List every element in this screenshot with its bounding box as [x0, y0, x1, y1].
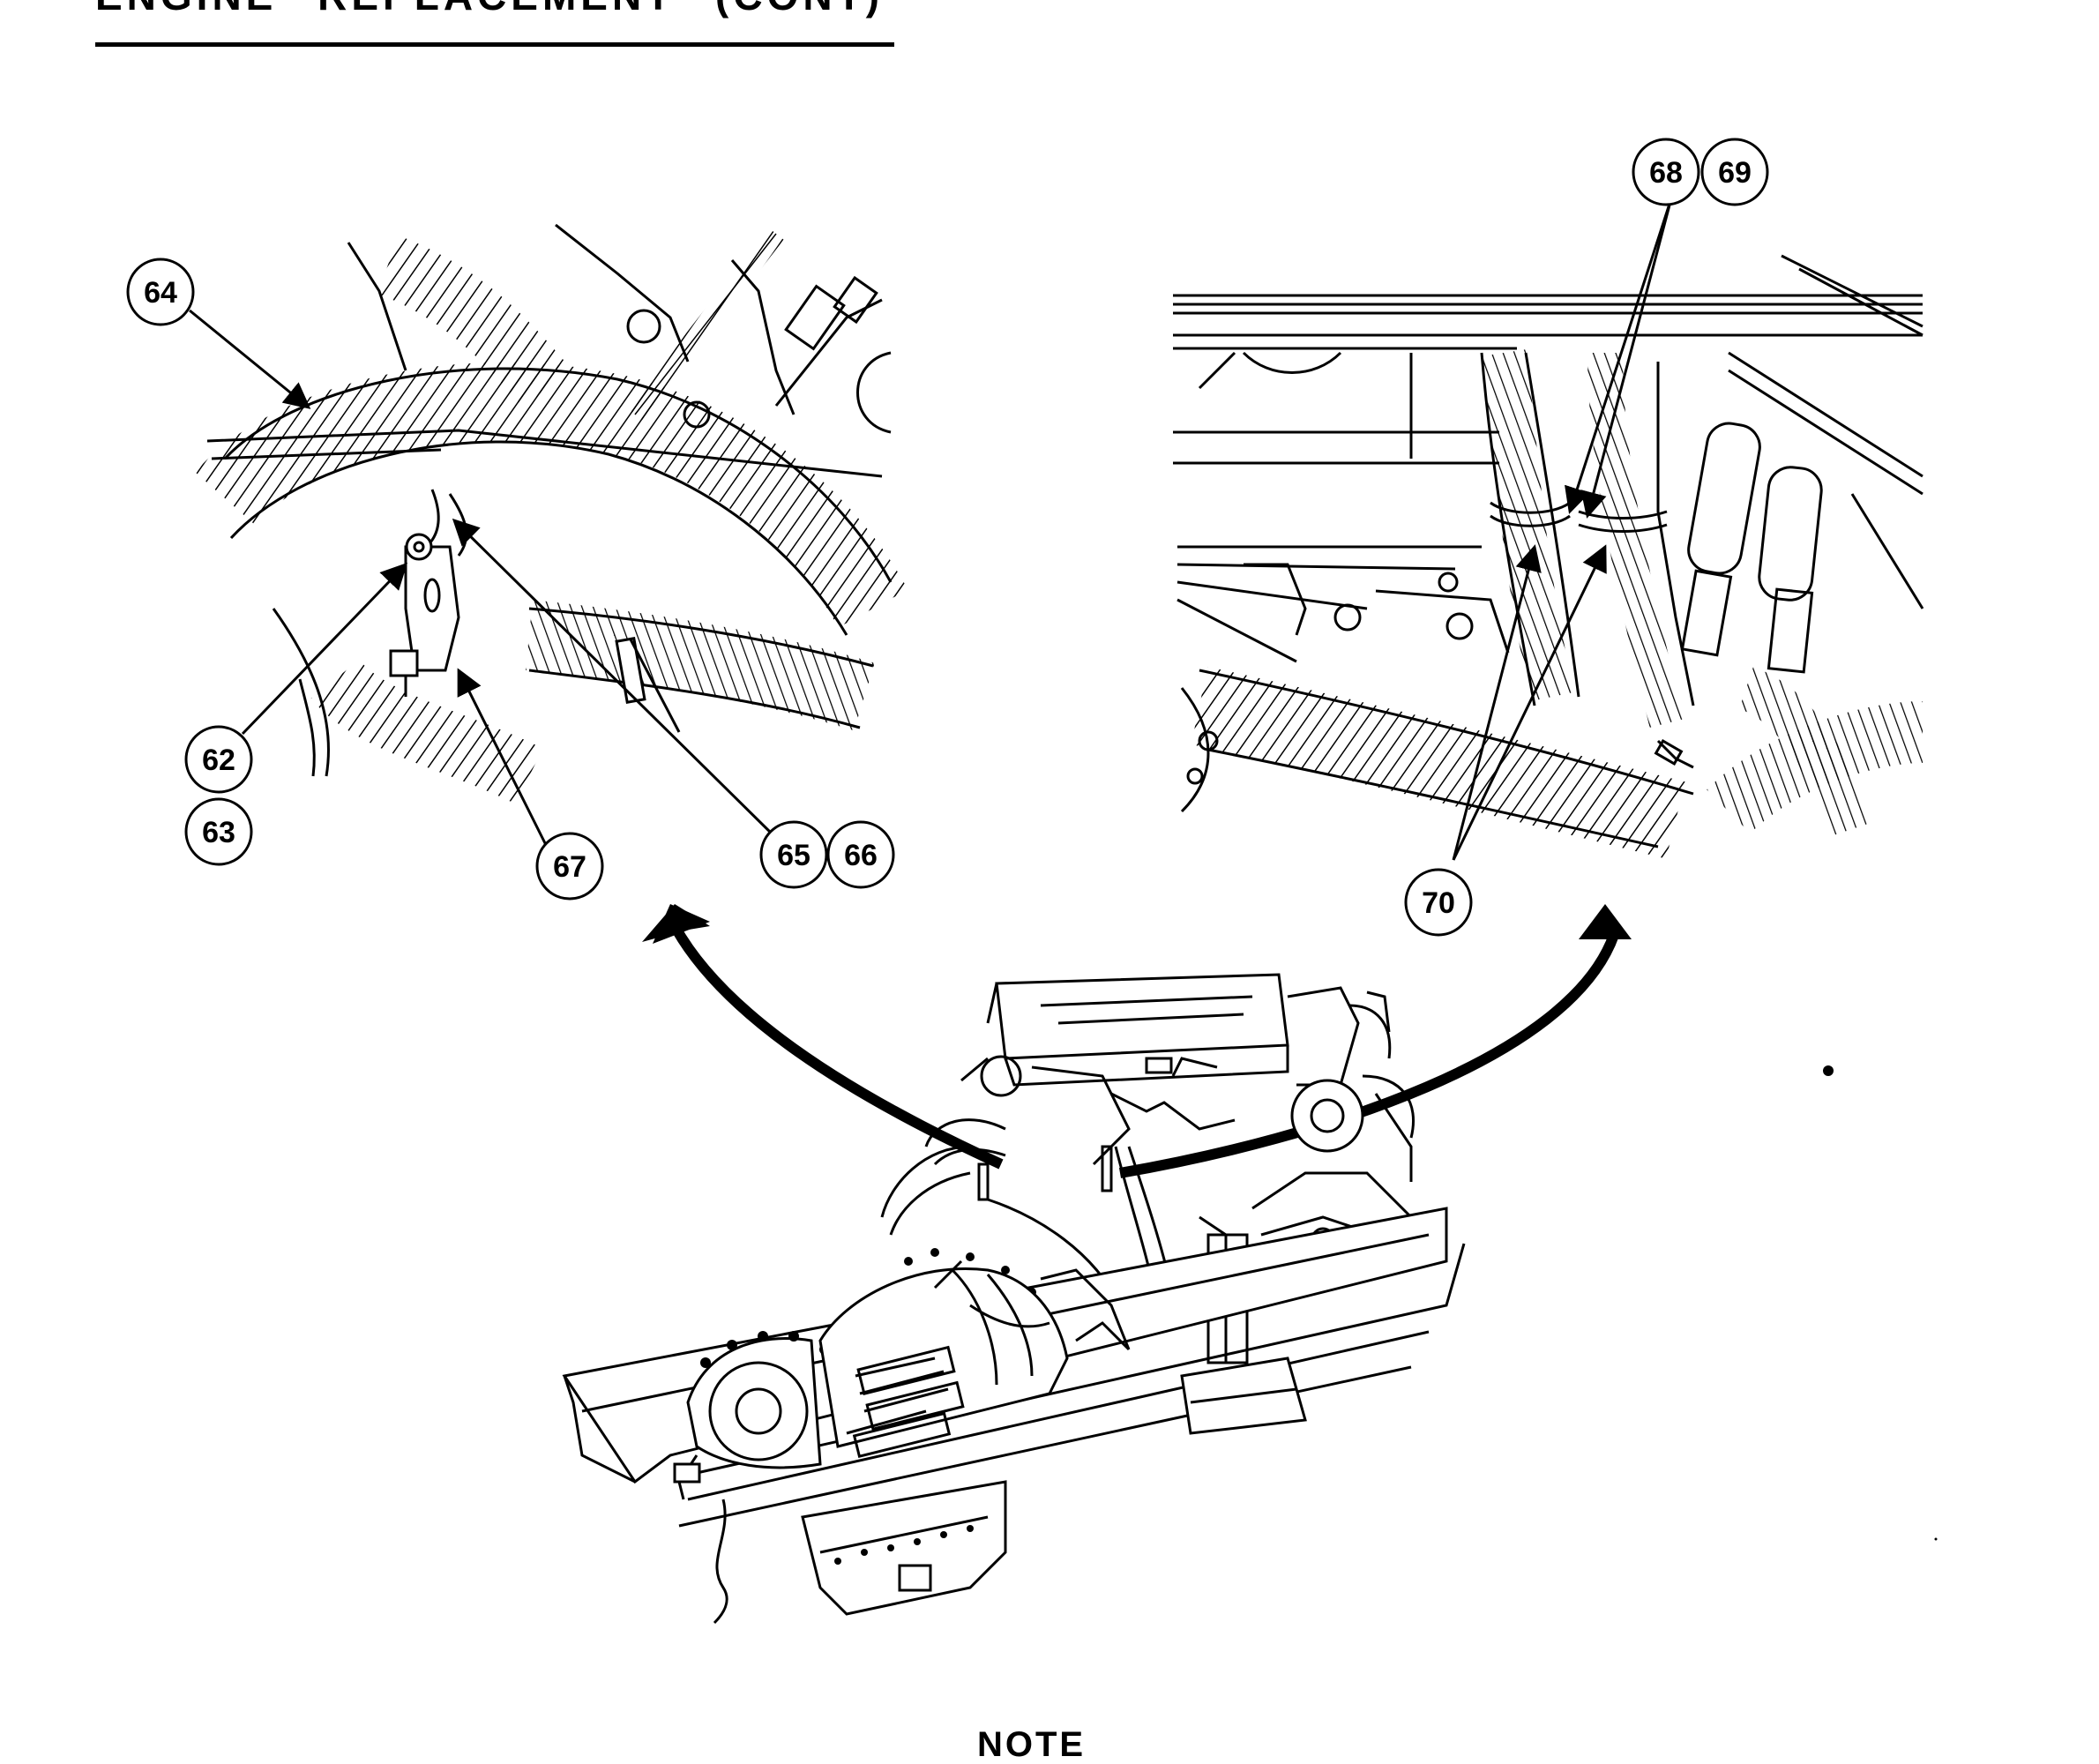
callout-balloons: 64 62 63 67 65 66 68 69	[126, 138, 1769, 937]
heading-underline	[95, 42, 894, 47]
right-detail-view	[1173, 254, 1924, 859]
scan-specks	[1823, 1065, 1938, 1541]
svg-text:66: 66	[844, 839, 878, 872]
svg-text:64: 64	[144, 276, 177, 310]
callout-64: 64	[126, 258, 195, 326]
page-heading: ENGINE REPLACEMENT (CONT)	[95, 0, 884, 16]
svg-text:63: 63	[202, 816, 235, 849]
svg-text:62: 62	[202, 744, 235, 777]
svg-text:67: 67	[553, 850, 586, 884]
svg-text:68: 68	[1649, 156, 1683, 190]
callout-68: 68	[1632, 138, 1700, 206]
left-detail-view	[195, 223, 908, 804]
leader-lines	[189, 198, 1673, 861]
callout-66: 66	[826, 820, 895, 889]
callout-62: 62	[184, 725, 253, 794]
engine-assembly	[562, 973, 1466, 1625]
left-detail-arrow	[642, 904, 1004, 1170]
callout-69: 69	[1700, 138, 1769, 206]
svg-text:70: 70	[1422, 886, 1455, 920]
callout-63: 63	[184, 797, 253, 866]
callout-65: 65	[759, 820, 828, 889]
right-detail-arrow	[1118, 904, 1632, 1178]
svg-text:69: 69	[1718, 156, 1752, 190]
callout-67: 67	[535, 832, 604, 901]
svg-text:65: 65	[777, 839, 810, 872]
callout-70: 70	[1404, 868, 1473, 937]
note-heading: NOTE	[977, 1725, 1087, 1764]
